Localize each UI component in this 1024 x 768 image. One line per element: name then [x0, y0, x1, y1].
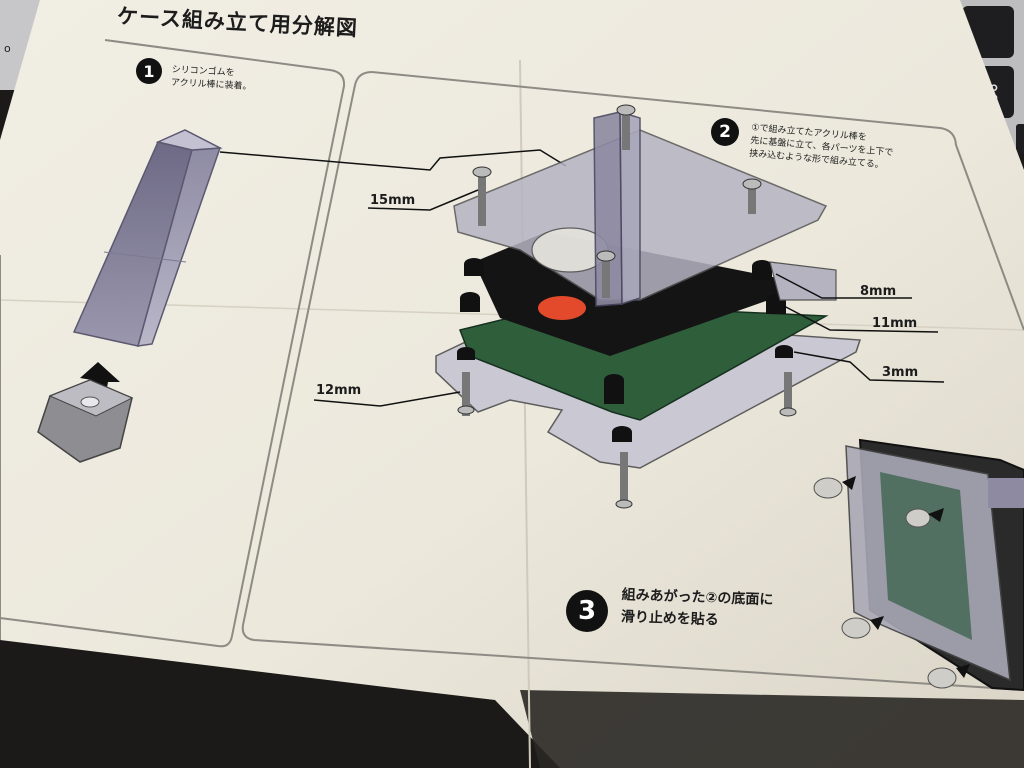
- arrow-icon: [870, 616, 884, 630]
- dimension-line: [783, 305, 939, 333]
- dimension-12mm: 12mm: [316, 383, 362, 398]
- screw-icon: [742, 178, 762, 214]
- arrow-icon: [928, 508, 944, 522]
- spacer-icon: [457, 347, 475, 360]
- rubber-foot-icon: [841, 617, 871, 639]
- screw-icon: [457, 372, 475, 416]
- dimension-line: [793, 351, 945, 383]
- red-button: [538, 296, 586, 320]
- leader-line: [219, 149, 567, 171]
- screw-icon: [615, 452, 633, 509]
- screw-icon: [472, 166, 492, 226]
- screw-icon: [616, 104, 636, 150]
- panel-2-border: [241, 71, 1024, 691]
- paper-shadow: [520, 690, 1024, 768]
- arrow-icon: [956, 664, 970, 678]
- spacer-icon: [604, 374, 624, 404]
- spacer-icon: [775, 345, 793, 358]
- dimension-11mm: 11mm: [872, 316, 918, 331]
- connector-block: [769, 261, 837, 301]
- assembled-pcb-view: [880, 472, 972, 640]
- step-2-badge: 2: [711, 118, 739, 146]
- case-rod-stub: [988, 478, 1024, 508]
- spacer-icon: [460, 292, 480, 312]
- rubber-foot-icon: [905, 508, 931, 528]
- dimension-line: [313, 391, 461, 407]
- panel-2-border: [371, 71, 1024, 331]
- laptop-key: [1016, 124, 1024, 154]
- step-1-badge: 1: [136, 58, 162, 84]
- acrylic-rod-top: [155, 129, 223, 151]
- spacer-icon: [612, 426, 632, 442]
- rubber-foot-icon: [813, 477, 843, 499]
- step-3-note: 組みあがった②の底面に 滑り止めを貼る: [620, 584, 774, 633]
- screw-icon: [596, 250, 616, 298]
- arrow-icon: [842, 476, 856, 490]
- dimension-line: [367, 189, 479, 211]
- step-3-badge: 3: [566, 590, 608, 632]
- dimension-line: [775, 273, 912, 299]
- laptop-key-text: o: [4, 42, 11, 55]
- dimension-15mm: 15mm: [370, 193, 416, 208]
- dimension-8mm: 8mm: [860, 284, 897, 299]
- step-1-note: シリコンゴムを アクリル棒に装着。: [171, 64, 253, 94]
- spacer-icon: [752, 260, 772, 280]
- rubber-foot-icon: [927, 667, 957, 689]
- spacer-icon: [464, 258, 484, 276]
- acrylic-rod-assembled-side: [619, 110, 641, 306]
- screw-icon: [779, 372, 797, 417]
- rubber-hole: [80, 396, 100, 408]
- rod-rubber-boundary: [103, 251, 187, 263]
- panel-1-border: [0, 39, 346, 648]
- dimension-3mm: 3mm: [882, 365, 919, 380]
